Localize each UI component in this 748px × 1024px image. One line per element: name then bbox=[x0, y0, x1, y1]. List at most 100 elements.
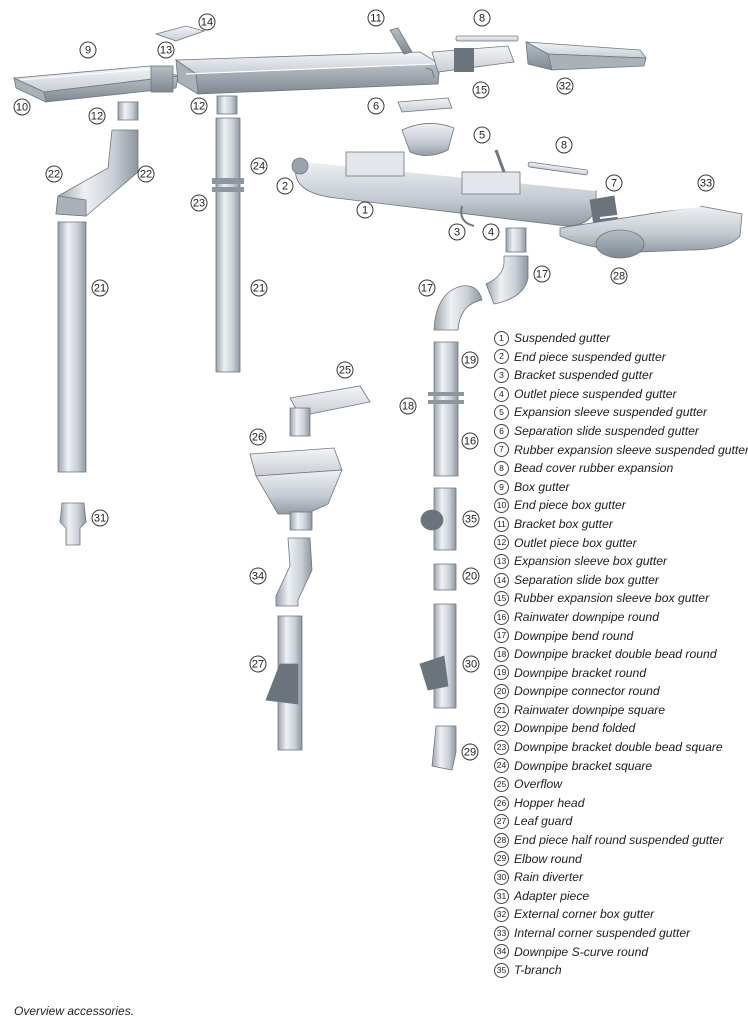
callout-circle bbox=[190, 194, 208, 212]
legend-label: End piece half round suspended gutter bbox=[514, 833, 724, 848]
callout-number: 3 bbox=[454, 227, 460, 239]
callout-number: 17 bbox=[421, 283, 433, 295]
legend-label: Rainwater downpipe round bbox=[514, 609, 659, 624]
rainwater-downpipe-round bbox=[433, 341, 459, 477]
elbow-round bbox=[431, 725, 457, 771]
expansion-sleeve-suspended-gutter bbox=[401, 123, 455, 156]
callout-circle bbox=[91, 509, 109, 527]
legend-item: 30 Rain diverter bbox=[494, 868, 748, 887]
end-piece-half-round-suspended-gutter bbox=[595, 229, 645, 259]
legend-label: Rain diverter bbox=[514, 870, 584, 885]
callout-circle bbox=[399, 397, 417, 415]
callout-33: 33 bbox=[697, 174, 715, 192]
legend-label: Separation slide suspended gutter bbox=[514, 423, 699, 438]
callout-circle bbox=[13, 98, 31, 116]
legend-number: 1 bbox=[494, 330, 509, 346]
callout-11: 11 bbox=[367, 9, 385, 27]
callout-21: 21 bbox=[250, 279, 268, 297]
legend-number: 12 bbox=[494, 535, 509, 551]
callout-circle bbox=[462, 567, 480, 585]
callout-circle bbox=[418, 279, 436, 297]
callout-circle bbox=[356, 201, 374, 219]
outlet-piece-suspended-gutter bbox=[505, 227, 527, 253]
leaf-guard bbox=[265, 615, 303, 751]
legend-label: Downpipe S-curve round bbox=[514, 944, 649, 959]
callout-number: 21 bbox=[253, 283, 265, 295]
callout-circle bbox=[448, 223, 466, 241]
legend-number: 7 bbox=[494, 442, 509, 458]
callout-circle bbox=[556, 77, 574, 95]
callout-circle bbox=[79, 41, 97, 59]
callout-23: 23 bbox=[190, 194, 208, 212]
callout-27: 27 bbox=[249, 655, 267, 673]
downpipe-bracket-double-bead-round bbox=[428, 400, 464, 404]
legend-number: 33 bbox=[494, 925, 509, 941]
callout-circle bbox=[482, 223, 500, 241]
callout-number: 12 bbox=[91, 111, 103, 123]
callout-6: 6 bbox=[367, 97, 385, 115]
callout-number: 8 bbox=[479, 13, 485, 25]
legend-number: 35 bbox=[494, 962, 509, 978]
downpipe-bend-round-upper bbox=[485, 255, 529, 305]
callout-circle bbox=[461, 351, 479, 369]
legend-number: 15 bbox=[494, 591, 509, 607]
callout-circle bbox=[697, 174, 715, 192]
adapter-piece bbox=[59, 502, 87, 546]
callout-circle bbox=[462, 510, 480, 528]
callout-circle bbox=[461, 432, 479, 450]
legend-label: Bracket box gutter bbox=[514, 516, 613, 531]
downpipe-bend-folded bbox=[55, 129, 139, 217]
callout-number: 30 bbox=[465, 659, 477, 671]
callout-number: 29 bbox=[464, 747, 476, 759]
callout-32: 32 bbox=[556, 77, 574, 95]
legend-label: Hopper head bbox=[514, 795, 585, 810]
figure-caption: Overview accessories. bbox=[14, 1004, 135, 1018]
legend-label: Downpipe bracket double bead square bbox=[514, 740, 723, 755]
callout-8: 8 bbox=[555, 136, 573, 154]
downpipe-connector-round bbox=[433, 563, 457, 591]
callout-29: 29 bbox=[461, 743, 479, 761]
downpipe-bracket-square bbox=[212, 178, 244, 184]
legend-label: Box gutter bbox=[514, 479, 570, 494]
callout-number: 7 bbox=[611, 178, 617, 190]
legend-label: Internal corner suspended gutter bbox=[514, 926, 691, 940]
legend-number: 30 bbox=[494, 870, 509, 886]
callout-number: 34 bbox=[252, 571, 264, 583]
callout-18: 18 bbox=[399, 397, 417, 415]
legend-number: 3 bbox=[494, 367, 509, 383]
callout-3: 3 bbox=[448, 223, 466, 241]
callout-circle bbox=[472, 81, 490, 99]
legend-number: 14 bbox=[494, 572, 509, 588]
callout-number: 10 bbox=[16, 102, 28, 114]
callout-31: 31 bbox=[91, 509, 109, 527]
bead-cover-middle bbox=[527, 161, 589, 176]
separation-slide-box-gutter bbox=[154, 25, 206, 42]
external-corner-box-gutter bbox=[525, 41, 647, 71]
callout-number: 1 bbox=[362, 205, 368, 217]
legend-number: 4 bbox=[494, 386, 509, 402]
callout-number: 15 bbox=[475, 85, 487, 97]
callout-circle bbox=[555, 136, 573, 154]
legend-number: 29 bbox=[494, 851, 509, 867]
legend-number: 2 bbox=[494, 349, 509, 365]
parts-drawing bbox=[12, 25, 743, 771]
legend-number: 19 bbox=[494, 665, 509, 681]
callout-number: 4 bbox=[488, 227, 494, 239]
callout-15: 15 bbox=[472, 81, 490, 99]
callout-number: 14 bbox=[201, 17, 213, 29]
callout-12: 12 bbox=[88, 107, 106, 125]
callout-circle bbox=[157, 41, 175, 59]
legend-label: Downpipe connector round bbox=[514, 684, 660, 699]
outlet-piece-box-gutter-left bbox=[117, 101, 139, 121]
hopper-head bbox=[249, 447, 343, 531]
callout-26: 26 bbox=[249, 428, 267, 446]
